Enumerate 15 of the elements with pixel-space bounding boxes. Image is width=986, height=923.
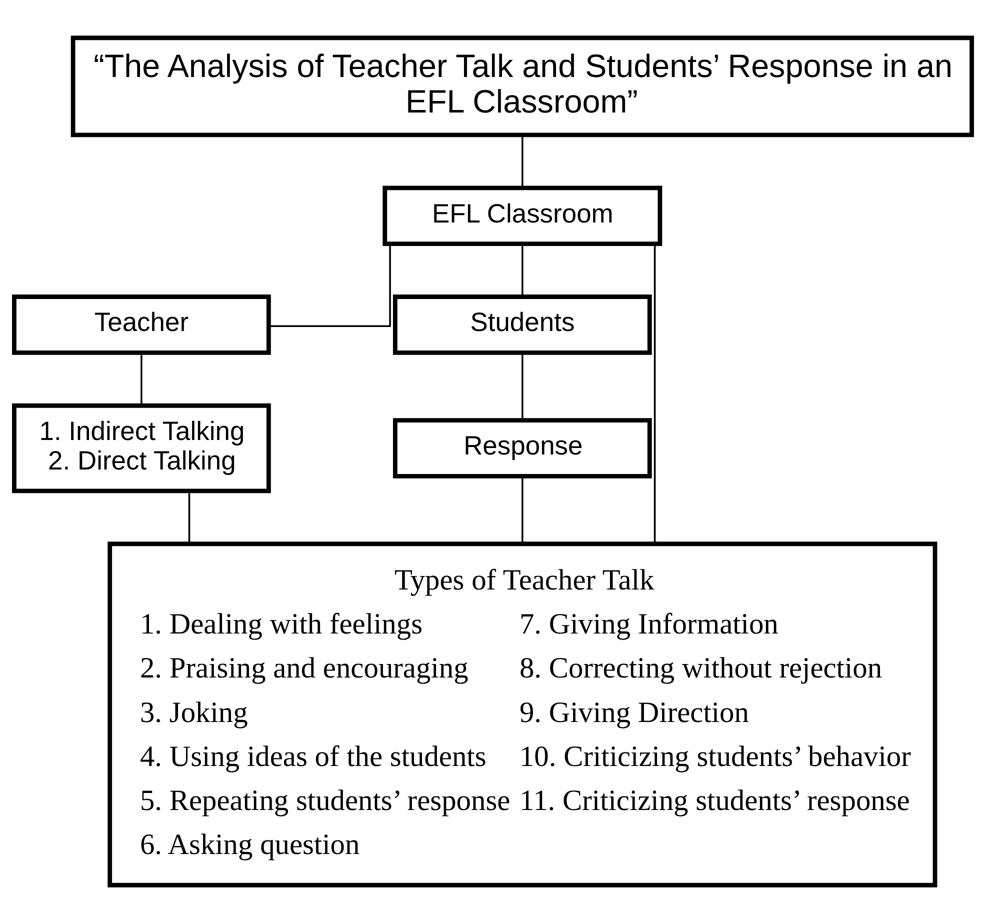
node-box: Teacher <box>12 294 271 355</box>
node-box: “The Analysis of Teacher Talk and Students’ Response in an EFL Classroom” <box>70 36 974 138</box>
connector <box>140 352 142 406</box>
connector <box>269 244 391 328</box>
connector <box>522 476 524 544</box>
connector <box>522 352 524 420</box>
node-box: 1. Indirect Talking 2. Direct Talking <box>12 403 271 494</box>
node-box: EFL Classroom <box>382 186 662 246</box>
node-box: Types of Teacher Talk 1. Dealing with feelings 7. Giving Information 2. Praising and encouraging 8. Correcting without rejection 3. Joking 9. Giving Direction 4. Using ideas of the students 10. Criticizing students’ behavior 5. Repeating students’ response 11. Criticizing students’ response 6. Asking question <box>108 542 938 888</box>
node-box: Students <box>392 294 652 355</box>
connector <box>654 244 656 544</box>
node-box: Response <box>392 418 652 478</box>
connector <box>522 135 524 188</box>
connector <box>188 491 190 544</box>
connector <box>522 244 524 296</box>
